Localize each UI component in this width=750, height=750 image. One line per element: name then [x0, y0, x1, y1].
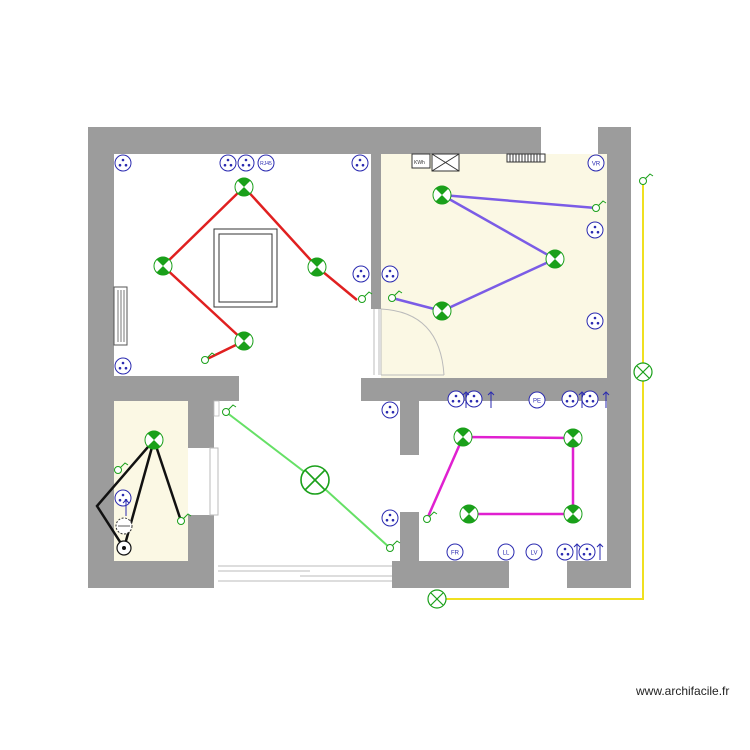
socket-icon — [578, 543, 596, 561]
socket-icon — [114, 357, 132, 375]
room-bedroom-fill — [381, 154, 608, 378]
socket-icon — [581, 390, 599, 408]
svg-text:RJ45: RJ45 — [260, 161, 272, 167]
socket-icon — [556, 543, 574, 561]
socket-icon — [561, 390, 579, 408]
switch-icon — [222, 404, 237, 416]
bed-frame — [213, 228, 278, 308]
room-wc-fill — [114, 401, 188, 561]
pe-outlet: PE — [528, 391, 546, 409]
socket-icon — [381, 265, 399, 283]
socket-icon — [351, 154, 369, 172]
svg-text:PE: PE — [533, 399, 541, 405]
socket-icon — [114, 489, 132, 507]
switch-icon — [639, 173, 654, 185]
ceiling-light-icon — [563, 504, 583, 524]
wall-left — [88, 127, 114, 588]
electric-panel: KWh — [411, 153, 460, 172]
ceiling-light-icon — [234, 331, 254, 351]
ceiling-light-icon — [563, 428, 583, 448]
switch-icon — [386, 540, 401, 552]
door-opening-left — [213, 400, 220, 417]
wc-fan-icon — [115, 517, 133, 535]
svg-text:LV: LV — [531, 551, 538, 557]
lv-outlet: LV — [525, 543, 543, 561]
socket-icon — [586, 221, 604, 239]
socket-icon — [219, 154, 237, 172]
wall-partition-left-h — [88, 376, 239, 401]
fr-outlet: FR — [446, 543, 464, 561]
wall-stub-bottom — [400, 512, 419, 588]
wall-partition-vertical — [371, 127, 381, 309]
rj45-outlet: RJ45 — [257, 154, 275, 172]
window-top-right — [541, 127, 598, 154]
ceiling-light-icon — [153, 256, 173, 276]
svg-text:LL: LL — [503, 551, 510, 557]
vr-outlet: VR — [587, 154, 605, 172]
circuit-yellow — [437, 181, 644, 600]
socket-icon — [465, 390, 483, 408]
ceiling-light-icon — [307, 257, 327, 277]
circuit-magenta — [425, 435, 575, 520]
wall-partition-right-h — [361, 378, 607, 401]
ceiling-light-icon — [432, 185, 452, 205]
wall-bottom-right — [567, 561, 631, 588]
ceiling-light-icon — [459, 504, 479, 524]
wall-wc-right-upper — [188, 376, 214, 448]
radiator-bedroom — [506, 153, 546, 163]
wc-outlet-icon — [116, 540, 132, 556]
switch-icon — [201, 352, 216, 364]
socket-icon — [352, 265, 370, 283]
svg-text:FR: FR — [451, 551, 460, 557]
socket-icon — [381, 509, 399, 527]
watermark: www.archifacile.fr — [636, 684, 730, 698]
wall-stub-right — [400, 378, 419, 455]
wall-right — [607, 127, 631, 588]
walls — [88, 127, 631, 588]
socket-icon — [237, 154, 255, 172]
socket-icon — [114, 154, 132, 172]
window-bottom-right — [509, 561, 567, 588]
wall-top — [88, 127, 631, 154]
ceiling-light-icon — [144, 430, 164, 450]
ceiling-light-icon — [234, 177, 254, 197]
kwh-label: KWh — [414, 160, 425, 166]
pendant-light-icon — [300, 465, 330, 495]
ceiling-light-icon — [453, 427, 473, 447]
ceiling-light-icon — [432, 301, 452, 321]
wall-wc-right-lower — [188, 515, 214, 588]
switch-icon — [358, 291, 373, 303]
socket-icon — [381, 401, 399, 419]
arrow-markers — [122, 391, 610, 560]
bedroom-door — [371, 308, 445, 378]
svg-text:VR: VR — [592, 162, 601, 168]
outdoor-light-icon — [633, 362, 653, 382]
outdoor-light-icon — [427, 589, 447, 609]
socket-icon — [586, 312, 604, 330]
circuit-black — [95, 437, 183, 552]
ceiling-light-icon — [545, 249, 565, 269]
bay-window-bottom — [214, 561, 392, 588]
socket-icon — [447, 390, 465, 408]
window-wc — [188, 447, 219, 516]
ll-outlet: LL — [497, 543, 515, 561]
radiator-living — [113, 286, 128, 346]
